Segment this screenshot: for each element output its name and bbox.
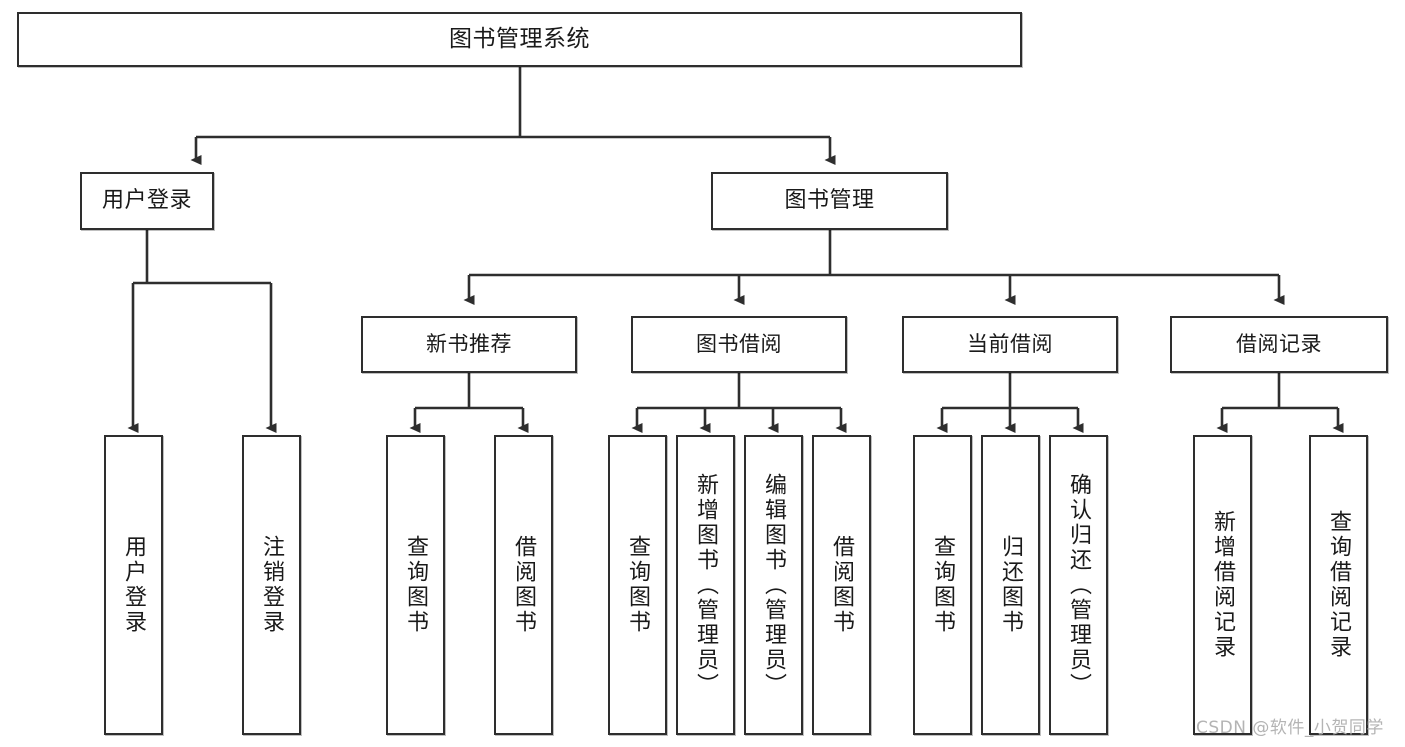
node-book-borrow[interactable]: 图书借阅 [631,316,847,373]
leaf-user-login-login[interactable]: 用户登录 [104,435,163,735]
node-label: 图书管理系统 [449,25,590,52]
node-label: 新书推荐 [426,332,512,357]
node-user-login[interactable]: 用户登录 [80,172,214,230]
leaf-label: 查询图书 [403,535,429,635]
leaf-book-borrow-borrow[interactable]: 借阅图书 [812,435,871,735]
leaf-user-login-logout[interactable]: 注销登录 [242,435,301,735]
leaf-label: 确认归还（管理员） [1066,472,1092,698]
node-new-book-recommend[interactable]: 新书推荐 [361,316,577,373]
leaf-label: 借阅图书 [829,535,855,635]
leaf-borrow-record-add[interactable]: 新增借阅记录 [1193,435,1252,735]
leaf-label: 用户登录 [121,535,147,635]
node-label: 用户登录 [101,187,192,213]
leaf-book-borrow-add[interactable]: 新增图书（管理员） [676,435,735,735]
node-label: 图书管理 [784,187,875,213]
leaf-label: 新增图书（管理员） [693,472,719,698]
leaf-current-borrow-confirm-return[interactable]: 确认归还（管理员） [1049,435,1108,735]
node-label: 借阅记录 [1236,332,1322,357]
leaf-new-book-query[interactable]: 查询图书 [386,435,445,735]
leaf-label: 借阅图书 [511,535,537,635]
node-borrow-record[interactable]: 借阅记录 [1170,316,1388,373]
leaf-current-borrow-return[interactable]: 归还图书 [981,435,1040,735]
node-root-book-management-system[interactable]: 图书管理系统 [17,12,1022,67]
leaf-borrow-record-query[interactable]: 查询借阅记录 [1309,435,1368,735]
node-label: 图书借阅 [696,332,782,357]
leaf-label: 归还图书 [998,535,1024,635]
leaf-current-borrow-query[interactable]: 查询图书 [913,435,972,735]
leaf-label: 注销登录 [259,535,285,635]
watermark-text: CSDN @软件_小贺同学 [1196,718,1384,738]
leaf-label: 查询图书 [930,535,956,635]
leaf-label: 查询图书 [625,535,651,635]
node-label: 当前借阅 [967,332,1053,357]
node-book-management[interactable]: 图书管理 [711,172,948,230]
leaf-book-borrow-edit[interactable]: 编辑图书（管理员） [744,435,803,735]
leaf-label: 新增借阅记录 [1210,510,1236,660]
leaf-label: 查询借阅记录 [1326,510,1352,660]
node-current-borrow[interactable]: 当前借阅 [902,316,1118,373]
leaf-book-borrow-query[interactable]: 查询图书 [608,435,667,735]
leaf-new-book-borrow[interactable]: 借阅图书 [494,435,553,735]
leaf-label: 编辑图书（管理员） [761,472,787,698]
